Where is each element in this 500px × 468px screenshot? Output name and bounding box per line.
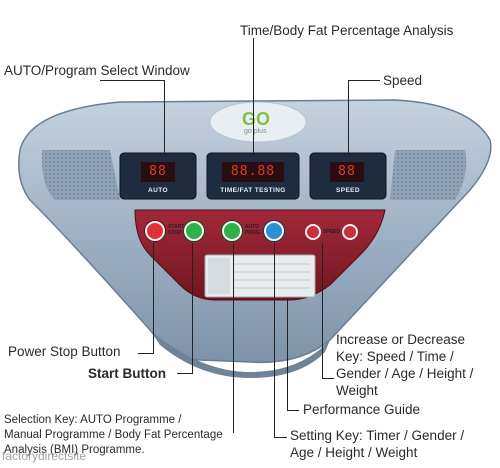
label-auto-program: AUTO/Program Select Window (4, 63, 190, 78)
label-increase-decrease: Increase or Decrease Key: Speed / Time /… (336, 332, 474, 398)
start-button[interactable] (184, 221, 204, 241)
increase-button[interactable] (342, 224, 358, 240)
leader-start-v (192, 243, 193, 374)
left-speaker-grill (41, 150, 120, 200)
watermark: factorydirectsite (2, 449, 87, 463)
leader-time-fat (253, 38, 254, 156)
leader-incdec-h (322, 378, 334, 379)
performance-guide-card (204, 254, 316, 298)
leader-performance-h (287, 410, 299, 411)
leader-start-h (177, 373, 193, 374)
label-start: Start Button (88, 366, 166, 381)
label-performance: Performance Guide (303, 402, 421, 417)
leader-selection-v (233, 243, 234, 433)
leader-speed-v (348, 80, 349, 155)
console-base (150, 330, 330, 378)
time-display-caption: TIME/FAT TESTING (220, 187, 286, 194)
logo-badge (209, 101, 307, 143)
leader-speed-h (348, 80, 380, 81)
leader-power-stop-h (138, 353, 154, 354)
power-stop-button[interactable] (145, 221, 165, 241)
speed-caption: SPEED (323, 229, 340, 235)
leader-performance-v (287, 298, 288, 410)
go-plus-logo: GO (242, 109, 271, 129)
leader-auto-v (164, 80, 165, 155)
auto-display-readout: 88 (149, 164, 167, 179)
speed-display-caption: SPEED (335, 187, 361, 194)
label-selection-key: Selection Key: AUTO Programme / Manual P… (4, 414, 223, 456)
leader-auto-h (100, 80, 165, 81)
leader-setting-v (274, 243, 275, 438)
right-speaker-grill (390, 150, 467, 200)
go-plus-logo-subtext: go plus (244, 128, 267, 135)
setting-key-button[interactable] (264, 221, 284, 241)
label-power-stop: Power Stop Button (8, 344, 121, 359)
speed-display-readout: 88 (338, 164, 356, 179)
time-display-readout: 88.88 (230, 164, 276, 179)
leader-setting-h (274, 437, 287, 438)
label-time-fat: Time/Body Fat Percentage Analysis (240, 23, 454, 38)
leader-power-stop-v (153, 243, 154, 353)
selection-key-button[interactable] (222, 221, 242, 241)
decrease-button[interactable] (305, 224, 321, 240)
leader-incdec-v (322, 243, 323, 379)
auto-display-caption: AUTO (148, 187, 168, 194)
label-speed: Speed (383, 73, 423, 88)
label-setting-key: Setting Key: Timer / Gender / Age / Heig… (290, 428, 465, 460)
